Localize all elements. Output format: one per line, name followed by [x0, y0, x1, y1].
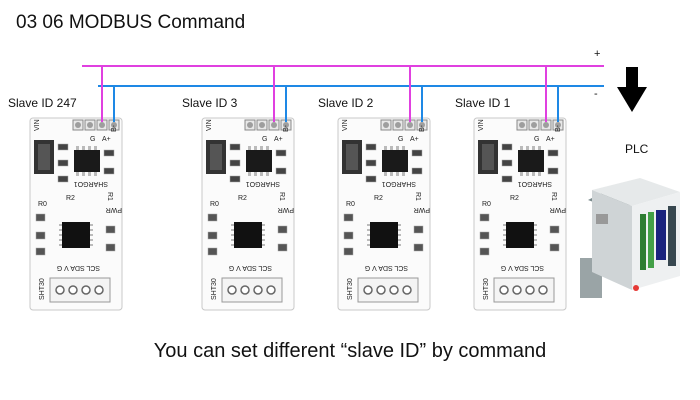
svg-text:R2: R2 — [66, 195, 75, 202]
slave-label-1: Slave ID 1 — [455, 96, 511, 110]
svg-text:G: G — [262, 136, 267, 143]
svg-text:SCL SDA V G: SCL SDA V G — [365, 264, 408, 271]
svg-text:R0: R0 — [210, 201, 219, 208]
svg-text:G: G — [90, 136, 95, 143]
svg-text:VIN: VIN — [478, 119, 485, 131]
svg-text:R1: R1 — [278, 192, 285, 201]
svg-text:VIN: VIN — [206, 119, 213, 131]
svg-text:SHT30: SHT30 — [39, 278, 46, 300]
plc-label: PLC — [625, 142, 649, 156]
slave-label-247: Slave ID 247 — [8, 96, 77, 110]
caption: You can set different “slave ID” by comm… — [153, 340, 547, 362]
diagram-title: 03 06 MODBUS Command — [16, 12, 246, 33]
svg-text:SHARGO1: SHARGO1 — [246, 180, 280, 187]
minus-sign: - — [594, 88, 598, 100]
svg-text:SHARGO1: SHARGO1 — [74, 180, 108, 187]
svg-text:SCL SDA V G: SCL SDA V G — [57, 264, 100, 271]
svg-text:SHT30: SHT30 — [483, 278, 490, 300]
plc-device — [580, 178, 680, 298]
svg-text:SCL SDA V G: SCL SDA V G — [229, 264, 272, 271]
svg-text:PWR: PWR — [550, 206, 566, 213]
svg-text:A+: A+ — [546, 136, 555, 143]
svg-text:A+: A+ — [274, 136, 283, 143]
svg-text:SHT30: SHT30 — [211, 278, 218, 300]
svg-text:VIN: VIN — [34, 119, 41, 131]
svg-text:VIN: VIN — [342, 119, 349, 131]
svg-text:G: G — [398, 136, 403, 143]
slave-label-2: Slave ID 2 — [318, 96, 374, 110]
down-arrow-icon — [617, 67, 647, 112]
svg-text:R2: R2 — [374, 195, 383, 202]
svg-text:G: G — [534, 136, 539, 143]
svg-text:SCL SDA V G: SCL SDA V G — [501, 264, 544, 271]
svg-text:R1: R1 — [550, 192, 557, 201]
svg-text:A+: A+ — [410, 136, 419, 143]
svg-text:B-: B- — [419, 124, 426, 132]
plus-sign: + — [594, 48, 601, 60]
svg-text:R2: R2 — [510, 195, 519, 202]
svg-text:SHARGO1: SHARGO1 — [518, 180, 552, 187]
svg-text:R2: R2 — [238, 195, 247, 202]
svg-text:B-: B- — [555, 124, 562, 132]
svg-text:R1: R1 — [414, 192, 421, 201]
svg-text:PWR: PWR — [106, 206, 122, 213]
svg-text:R1: R1 — [106, 192, 113, 201]
slave-label-3: Slave ID 3 — [182, 96, 238, 110]
svg-text:B-: B- — [283, 124, 290, 132]
svg-text:SHT30: SHT30 — [347, 278, 354, 300]
svg-text:SHARGO1: SHARGO1 — [382, 180, 416, 187]
svg-text:B-: B- — [111, 124, 118, 132]
svg-text:A+: A+ — [102, 136, 111, 143]
svg-text:PWR: PWR — [414, 206, 430, 213]
svg-text:R0: R0 — [346, 201, 355, 208]
svg-text:R0: R0 — [38, 201, 47, 208]
svg-text:PWR: PWR — [278, 206, 294, 213]
svg-text:R0: R0 — [482, 201, 491, 208]
